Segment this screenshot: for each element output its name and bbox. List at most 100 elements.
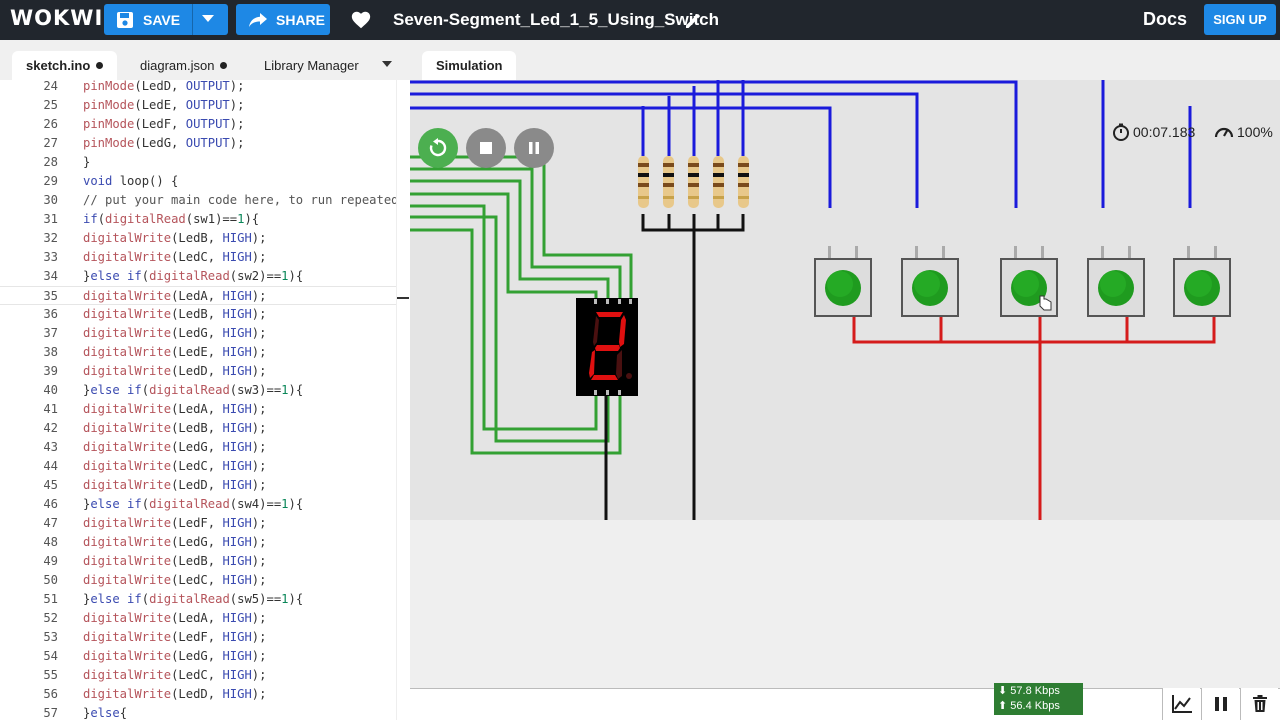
circuit-diagram[interactable] [410,80,1280,520]
save-dropdown-caret-icon[interactable] [202,15,214,22]
line-number: 31 [43,212,58,226]
code-text: if(digitalRead(sw1)==1){ [83,212,260,226]
docs-link[interactable]: Docs [1143,9,1188,29]
line-number: 32 [43,231,58,245]
resistor[interactable] [688,156,699,208]
code-text: digitalWrite(LedC, HIGH); [83,573,267,587]
line-number: 27 [43,136,58,150]
pushbutton[interactable] [901,246,959,317]
line-number: 26 [43,117,58,131]
serial-clear-button[interactable] [1240,688,1278,720]
code-text: digitalWrite(LedA, HIGH); [83,289,267,303]
editor-scrollbar[interactable] [396,80,410,720]
resistor[interactable] [738,156,749,208]
pushbutton[interactable] [814,246,872,317]
sign-up-button[interactable]: SIGN UP [1204,4,1276,35]
serial-monitor-input[interactable] [410,688,1280,720]
simulation-pane: Simulation [410,40,1280,720]
tab-sketch-ino[interactable]: sketch.ino [12,51,118,80]
line-number: 42 [43,421,58,435]
editor-tab-bar: sketch.ino diagram.json Library Manager [0,40,410,80]
code-line[interactable]: 57}else{ [0,704,410,720]
code-line[interactable]: 46}else if(digitalRead(sw4)==1){ [0,495,410,514]
heart-icon[interactable] [350,9,372,31]
pause-simulation-button[interactable] [514,128,554,168]
tab-simulation[interactable]: Simulation [422,51,517,80]
code-line[interactable]: 31 if(digitalRead(sw1)==1){ [0,210,410,229]
cursor-marker [397,297,409,299]
plotter-button[interactable] [1162,688,1200,720]
code-text: }else if(digitalRead(sw5)==1){ [83,592,304,606]
pause-icon [529,142,539,154]
code-text: digitalWrite(LedB, HIGH); [83,307,267,321]
top-bar: WOKWI SAVE SHARE Seven-Segment_Led_1_5_U… [0,0,1280,40]
segment-e [589,350,595,378]
code-line[interactable]: 40}else if(digitalRead(sw3)==1){ [0,381,410,400]
resistor[interactable] [713,156,724,208]
line-number: 33 [43,250,58,264]
share-label: SHARE [276,11,326,28]
code-line[interactable]: 28} [0,153,410,172]
segment-f [593,316,599,346]
serial-pause-button[interactable] [1201,688,1239,720]
wokwi-logo[interactable]: WOKWI [10,6,104,30]
line-number: 43 [43,440,58,454]
pushbutton[interactable] [1087,246,1145,317]
resistor[interactable] [663,156,674,208]
line-number: 38 [43,345,58,359]
line-number: 37 [43,326,58,340]
chart-icon [1171,695,1192,713]
simulation-canvas[interactable]: 00:07.183 100% [410,80,1280,520]
speedometer-icon [1214,127,1234,138]
tabs-menu-caret-icon[interactable] [382,61,392,67]
code-line[interactable]: 37 digitalWrite(LedG, HIGH); [0,324,410,343]
project-title[interactable]: Seven-Segment_Led_1_5_Using_Switch [393,10,719,29]
pause-icon [1214,697,1227,711]
restart-simulation-button[interactable] [418,128,458,168]
code-line[interactable]: 34}else if(digitalRead(sw2)==1){ [0,267,410,286]
code-line[interactable]: 30// put your main code here, to run rep… [0,191,410,210]
code-text: pinMode(LedD, OUTPUT); [83,79,245,93]
pushbutton[interactable] [1173,246,1231,317]
code-text: digitalWrite(LedG, HIGH); [83,326,267,340]
share-button[interactable]: SHARE [236,4,330,35]
seven-segment-display[interactable] [576,298,638,396]
code-line[interactable]: 51}else if(digitalRead(sw5)==1){ [0,590,410,609]
line-number: 52 [43,611,58,625]
code-line[interactable]: 43 digitalWrite(LedG, HIGH); [0,438,410,457]
resistor[interactable] [638,156,649,208]
tab-library-manager[interactable]: Library Manager [250,51,373,80]
tab-diagram-json[interactable]: diagram.json [126,51,241,80]
stop-simulation-button[interactable] [466,128,506,168]
code-text: digitalWrite(LedG, HIGH); [83,440,267,454]
pencil-edit-icon[interactable] [683,11,703,31]
red-power-wires [852,290,1216,520]
code-text: pinMode(LedE, OUTPUT); [83,98,245,112]
save-button[interactable]: SAVE [104,4,228,35]
